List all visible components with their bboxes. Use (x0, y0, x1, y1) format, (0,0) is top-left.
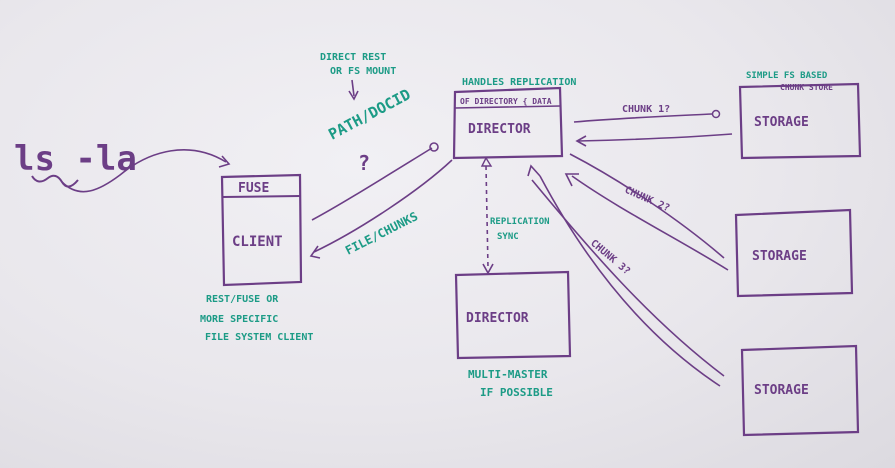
storage-2-label: STORAGE (752, 249, 807, 264)
fuse-label: FUSE (238, 181, 269, 196)
director-replica-box: DIRECTOR (454, 270, 572, 360)
file-chunks-label: FILE/CHUNKS (343, 209, 420, 258)
director-to-storage-3-arrow (531, 179, 725, 377)
fs-mount-note: OR FS MOUNT (330, 66, 396, 77)
client-note: REST/FUSE OR MORE SPECIFIC FILE SYSTEM C… (200, 294, 313, 343)
note-arrow (351, 79, 355, 97)
command-brace (31, 174, 79, 188)
multi-master-note: MULTI-MASTER (468, 368, 548, 381)
arrowhead (482, 263, 494, 275)
replication-sync-arrow (485, 165, 489, 269)
arrowhead (348, 90, 359, 101)
storage-1-to-director-arrow (577, 133, 733, 142)
storage-2-to-director-arrow (571, 175, 729, 271)
director-to-client-arrow (313, 159, 453, 253)
arrowhead (575, 135, 587, 147)
storage-note-2: CHUNK STORE (780, 83, 833, 92)
command-to-fuse-arrow (61, 149, 227, 193)
client-to-director-arrow (311, 147, 433, 221)
director-replica-label: DIRECTOR (466, 311, 529, 326)
chunk-1-label: CHUNK 1? (622, 104, 670, 115)
handles-replication-note: HANDLES REPLICATION (462, 77, 576, 88)
storage-note-1: SIMPLE FS BASED (746, 71, 828, 81)
command-text: ls -la (14, 139, 137, 179)
connector-dot (429, 142, 439, 152)
arrowhead (309, 245, 321, 259)
connector-dot (711, 109, 721, 119)
svg-text:REST/FUSE OR: REST/FUSE OR (206, 294, 279, 305)
storage-1-label: STORAGE (754, 115, 809, 130)
direct-rest-note: DIRECT REST (320, 52, 386, 63)
sync-note: SYNC (497, 232, 519, 242)
storage-box-1: STORAGE (738, 82, 862, 160)
svg-text:MORE SPECIFIC: MORE SPECIFIC (200, 314, 278, 325)
director-to-storage-2-arrow (569, 153, 725, 259)
arrowhead (218, 155, 231, 168)
director-main-label: DIRECTOR (468, 122, 531, 137)
director-main-box: DIRECTOR (452, 86, 564, 160)
client-box: FUSE CLIENT (220, 173, 303, 287)
chunk-2-label: CHUNK 2? (623, 185, 671, 215)
storage-box-2: STORAGE (734, 208, 854, 298)
director-to-storage-1-arrow (573, 113, 713, 123)
if-possible-note: IF POSSIBLE (480, 386, 553, 399)
replication-note: REPLICATION (490, 217, 550, 227)
storage-3-label: STORAGE (754, 383, 809, 398)
handles-replication-note-2: OF DIRECTORY { DATA (460, 97, 552, 106)
client-label: CLIENT (232, 234, 283, 250)
path-docid-label: PATH/DOCID (325, 85, 413, 143)
arrowhead (527, 164, 541, 177)
storage-box-3: STORAGE (740, 344, 860, 437)
svg-text:FILE SYSTEM CLIENT: FILE SYSTEM CLIENT (205, 332, 313, 343)
question-mark: ? (358, 151, 370, 175)
arrowhead (480, 156, 493, 167)
arrowhead (564, 173, 579, 187)
storage-3-to-director-arrow (539, 175, 721, 387)
